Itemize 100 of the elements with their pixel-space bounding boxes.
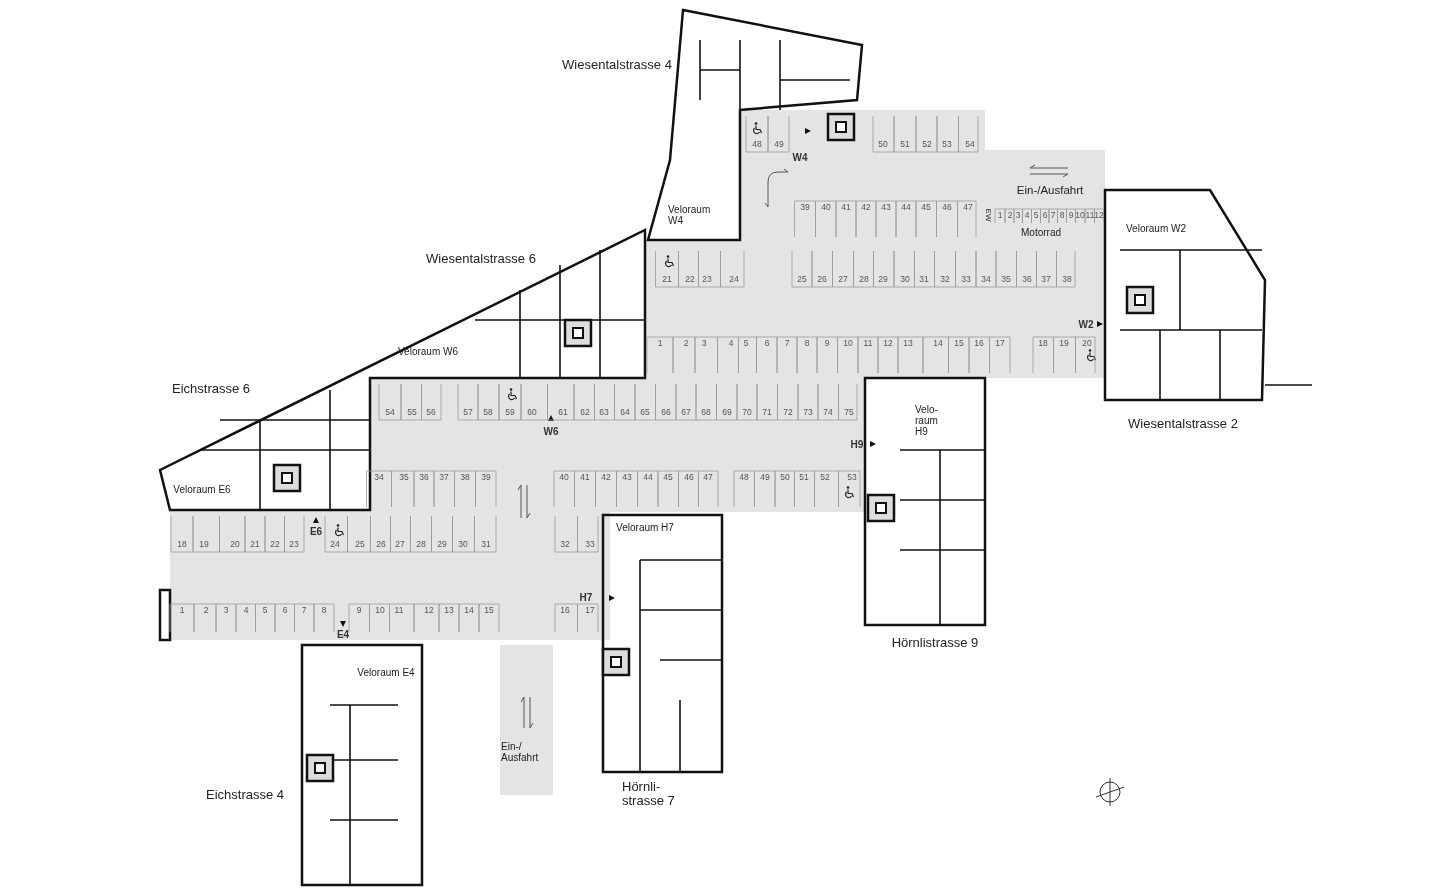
- stall-number: 26: [817, 275, 827, 285]
- stall-number: 49: [774, 140, 784, 150]
- stall-number: 73: [803, 408, 813, 418]
- stall-number: 6: [764, 339, 770, 349]
- stall-number: 5: [743, 339, 749, 349]
- stall-number: 66: [661, 408, 671, 418]
- stall-number: 34: [374, 473, 384, 483]
- stall-number: 29: [878, 275, 888, 285]
- stall-number: 2: [683, 339, 689, 349]
- stall-number: 48: [752, 140, 762, 150]
- stall-number: 8: [1059, 211, 1065, 221]
- stall-number: 36: [419, 473, 429, 483]
- stall-number: 21: [662, 275, 672, 285]
- stall-number: 25: [797, 275, 807, 285]
- stall-number: 54: [965, 140, 975, 150]
- entrance-label: E4: [336, 628, 350, 640]
- stall-number: 31: [481, 540, 491, 550]
- stall-number: 2: [1007, 211, 1013, 221]
- entrance-label: W6: [543, 425, 559, 437]
- stall-number: 59: [505, 408, 515, 418]
- entrance-label: H7: [579, 591, 593, 603]
- stall-number: 47: [963, 203, 973, 213]
- stall-number: 26: [376, 540, 386, 550]
- stall-number: 35: [399, 473, 409, 483]
- stall-number: 17: [995, 339, 1005, 349]
- room-label: Veloraum W6: [398, 345, 458, 357]
- stall-number: 16: [974, 339, 984, 349]
- stall-number: 32: [940, 275, 950, 285]
- stall-number: 68: [701, 408, 711, 418]
- stall-number: 52: [820, 473, 830, 483]
- stall-number: 48: [739, 473, 749, 483]
- stall-number: 23: [289, 540, 299, 550]
- stall-number: 1: [997, 211, 1003, 221]
- stall-number: 49: [760, 473, 770, 483]
- stall-number: 72: [783, 408, 793, 418]
- stall-number: 18: [177, 540, 187, 550]
- stall-number: 51: [900, 140, 910, 150]
- stall-number: 45: [663, 473, 673, 483]
- stall-number: 60: [527, 408, 537, 418]
- stall-number: 11: [394, 606, 404, 616]
- stall-number: 10: [843, 339, 853, 349]
- stall-number: 3: [701, 339, 707, 349]
- stall-number: 13: [444, 606, 454, 616]
- stall-number: 54: [385, 408, 395, 418]
- room-label: Ein-/ Ausfahrt: [501, 741, 540, 763]
- stall-number: 10: [375, 606, 385, 616]
- room-label: Ein-/Ausfahrt: [1016, 183, 1084, 197]
- stall-number: 19: [1059, 339, 1069, 349]
- stall-number: 3: [223, 606, 229, 616]
- stall-number: 5: [262, 606, 268, 616]
- stall-number: 47: [703, 473, 713, 483]
- stall-number: 15: [484, 606, 494, 616]
- stall-number: 39: [800, 203, 810, 213]
- stall-number: 70: [742, 408, 752, 418]
- stall-number: 38: [460, 473, 470, 483]
- room-label: Veloraum E6: [173, 483, 231, 495]
- stall-number: 21: [250, 540, 260, 550]
- stall-number: 33: [961, 275, 971, 285]
- stall-number: 55: [407, 408, 417, 418]
- room-label: Velo- raum H9: [915, 403, 939, 437]
- stall-number: 31: [919, 275, 929, 285]
- stall-number: 67: [681, 408, 691, 418]
- stall-number: 38: [1062, 275, 1072, 285]
- stall-number: 1: [179, 606, 185, 616]
- stall-number: 75: [844, 408, 854, 418]
- stall-number: 71: [762, 408, 772, 418]
- stall-number: 44: [901, 203, 911, 213]
- stall-number: 11: [1085, 211, 1095, 221]
- stall-number: 7: [1050, 211, 1056, 221]
- stall-number: 42: [861, 203, 871, 213]
- stall-number: 20: [230, 540, 240, 550]
- stall-number: 27: [395, 540, 405, 550]
- stall-number: 12: [1094, 211, 1104, 221]
- stall-number: 40: [559, 473, 569, 483]
- stall-number: 35: [1001, 275, 1011, 285]
- stall-number: 32: [560, 540, 570, 550]
- building-name: Eichstrasse 6: [172, 381, 250, 397]
- stall-number: 41: [580, 473, 590, 483]
- stall-number: 50: [878, 140, 888, 150]
- stall-number: 19: [199, 540, 209, 550]
- stall-number: 65: [640, 408, 650, 418]
- stall-number: 41: [841, 203, 851, 213]
- room-label: EW: [983, 208, 993, 222]
- stall-number: 64: [620, 408, 630, 418]
- room-label: Veloraum H7: [616, 521, 674, 533]
- stall-number: 52: [922, 140, 932, 150]
- stall-number: 37: [1041, 275, 1051, 285]
- stall-number: 51: [799, 473, 809, 483]
- building-name: Hörnli- strasse 7: [622, 779, 676, 809]
- stall-number: 69: [722, 408, 732, 418]
- stall-number: 62: [580, 408, 590, 418]
- stall-number: 63: [599, 408, 609, 418]
- stall-number: 23: [702, 275, 712, 285]
- stall-number: 58: [483, 408, 493, 418]
- building-name: Wiesentalstrasse 2: [1128, 416, 1238, 432]
- building-name: Hörnlistrasse 9: [891, 635, 979, 651]
- building-name: Wiesentalstrasse 4: [562, 57, 672, 73]
- stall-number: 12: [424, 606, 434, 616]
- stall-number: 29: [437, 540, 447, 550]
- stall-number: 42: [601, 473, 611, 483]
